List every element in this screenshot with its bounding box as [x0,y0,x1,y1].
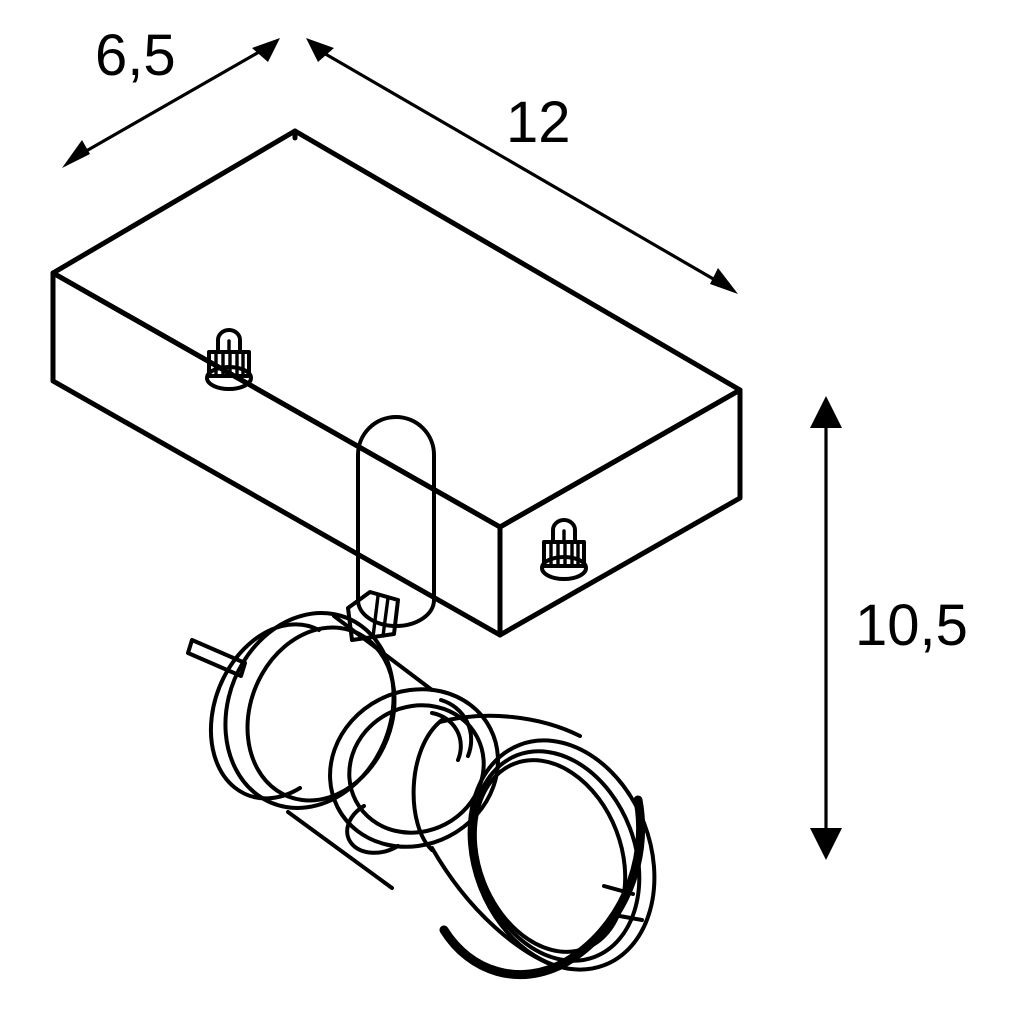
thumbscrew-right-knurls [549,542,580,566]
ball-joint-seam-2 [430,711,463,762]
reflector-cone-top [438,713,582,738]
dimension-height-label: 10,5 [855,593,968,658]
thumbscrew-left-knurls [214,352,245,376]
thumbscrew-left-base [205,365,253,391]
rim-tab-lower [612,913,644,922]
thumbscrew-left [205,328,253,391]
rim-tabs [602,884,644,922]
adjust-pin [186,638,247,678]
base-plate-right-face [497,387,743,638]
dimension-width-arrow-end [710,268,738,294]
dimension-height-arrow-top [810,396,842,428]
lamp-body-bottom-edge [286,810,394,890]
stem-capsule [356,415,436,628]
dimension-width-label: 12 [506,90,571,155]
thumbscrew-right-loop [551,518,577,542]
reflector-rear-mouth [411,718,444,852]
ball-joint-lower-lobe [345,804,400,855]
dimension-width-line [320,50,724,286]
dimension-depth-arrow-start [62,140,90,168]
lamp-body-rear-cap [208,622,321,801]
reflector [411,713,657,980]
dimension-depth-line [72,46,268,160]
thumbscrew-right [540,518,588,581]
thumbscrew-right-base [540,555,588,581]
lamp-body-top-edge [332,614,434,692]
dimension-height: 10,5 [810,396,968,860]
dimension-depth-label: 6,5 [95,23,176,88]
swivel-bracket-body [346,590,400,642]
dimension-width-arrow-start [306,38,334,62]
ball-joint-seam [439,698,474,758]
dimension-height-arrow-bottom [810,828,842,860]
dimension-depth: 6,5 [62,23,280,168]
swivel-bracket-seam-a [371,594,380,639]
stem [356,415,436,628]
reflector-rim-shadow [439,795,646,980]
dimension-width: 12 [306,38,738,294]
swivel-bracket [346,590,400,642]
thumbscrew-left-loop [216,328,242,352]
lamp-body [186,611,434,890]
reflector-rim-mid [470,749,642,963]
swivel-bracket-seam-b [381,596,390,638]
rim-tab-upper [602,884,635,896]
dimension-depth-arrow-end [252,38,280,62]
lamp-body-collar-inner [245,625,397,803]
base-plate [50,128,743,638]
